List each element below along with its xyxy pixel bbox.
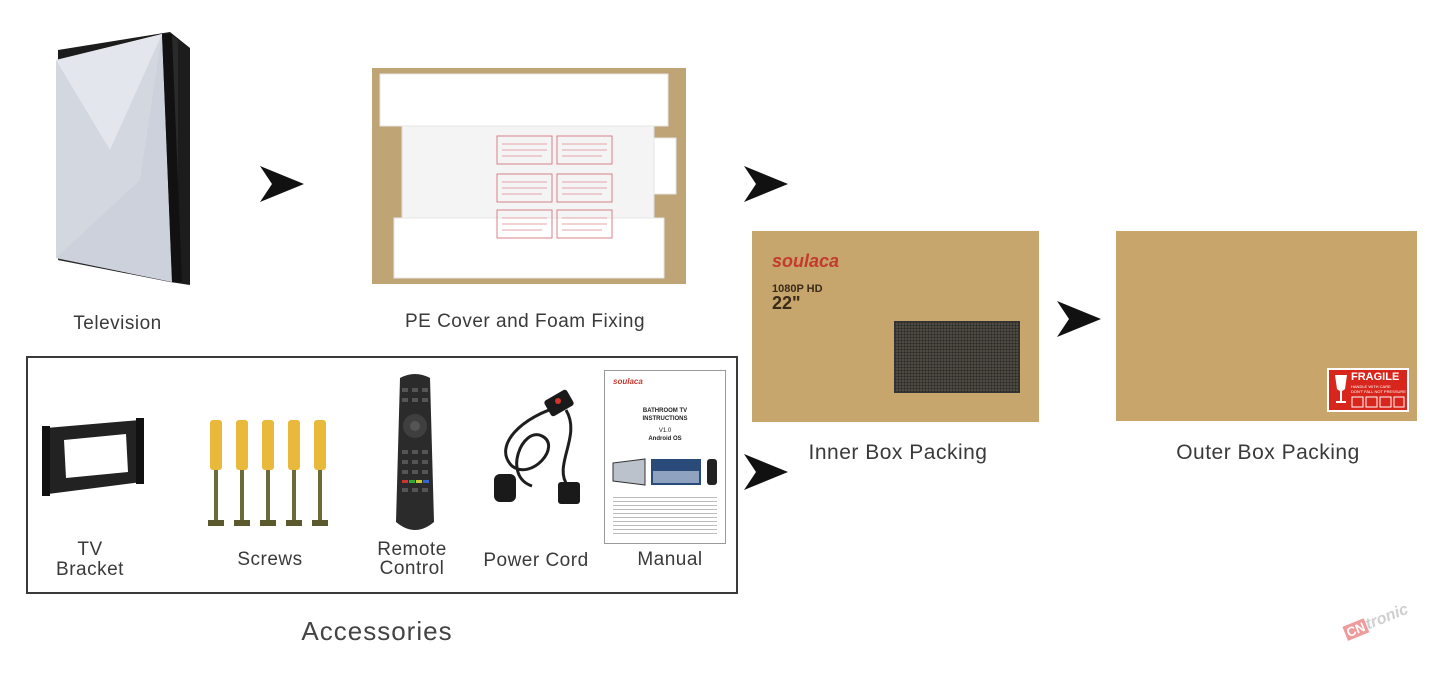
- fragile-sticker: FRAGILE HANDLE WITH CARE DON'T FALL NOT …: [1327, 368, 1409, 412]
- television-label: Television: [73, 313, 162, 334]
- inner-box-spec: 1080P HD: [772, 283, 823, 295]
- pe-cover-label: PE Cover and Foam Fixing: [404, 311, 646, 332]
- power-cord-image: [482, 386, 598, 516]
- inner-box-size: 22": [772, 293, 801, 313]
- arrow-right-icon: [742, 164, 790, 204]
- fragile-line2: DON'T FALL NOT PRESSURE: [1351, 389, 1406, 394]
- manual-brand: soulaca: [613, 377, 643, 386]
- manual-tv-illustration: [611, 457, 721, 487]
- tv-bracket-label-line1: TV: [77, 539, 103, 560]
- manual-label: Manual: [637, 549, 703, 570]
- remote-label-line2: Control: [379, 558, 445, 579]
- fragile-title: FRAGILE: [1351, 371, 1400, 383]
- accessories-title: Accessories: [301, 616, 453, 646]
- accessories-box: TV Bracket Screws: [26, 356, 738, 594]
- manual-image: soulaca BATHROOM TV INSTRUCTIONS V1.0 An…: [604, 370, 726, 544]
- arrow-right-icon: [1055, 299, 1103, 339]
- manual-title-line1: BATHROOM TV: [642, 408, 688, 414]
- manual-body-lines: [613, 497, 717, 537]
- arrow-right-icon: [258, 164, 306, 204]
- tv-bracket-label-line2: Bracket: [56, 559, 124, 580]
- watermark-suffix: tronic: [1363, 600, 1411, 634]
- inner-box-label: Inner Box Packing: [808, 441, 988, 464]
- fragile-line1: HANDLE WITH CARE: [1351, 384, 1391, 389]
- manual-title-line2: INSTRUCTIONS: [642, 416, 688, 422]
- inner-box-brand: soulaca: [772, 251, 840, 271]
- tv-bracket-image: [42, 418, 144, 498]
- screws-label: Screws: [237, 549, 303, 570]
- remote-label-line1: Remote: [377, 539, 447, 560]
- pe-cover-image: [372, 68, 686, 284]
- manual-version: V1.0: [658, 428, 672, 434]
- handling-symbols-icon: [1351, 395, 1405, 408]
- inner-box-image: soulaca 1080P HD 22": [752, 231, 1039, 422]
- outer-box-image: FRAGILE HANDLE WITH CARE DON'T FALL NOT …: [1116, 231, 1417, 421]
- power-cord-label: Power Cord: [483, 550, 589, 571]
- inner-box-window: [894, 321, 1020, 393]
- watermark-logo: CNtronic: [1342, 601, 1411, 643]
- manual-os: Android OS: [648, 436, 682, 442]
- glass-icon: [1332, 373, 1350, 407]
- television-image: [50, 30, 195, 290]
- screws-image: [206, 416, 336, 534]
- outer-box-label: Outer Box Packing: [1176, 441, 1360, 464]
- arrow-right-icon: [742, 452, 790, 492]
- remote-control-image: [392, 372, 438, 534]
